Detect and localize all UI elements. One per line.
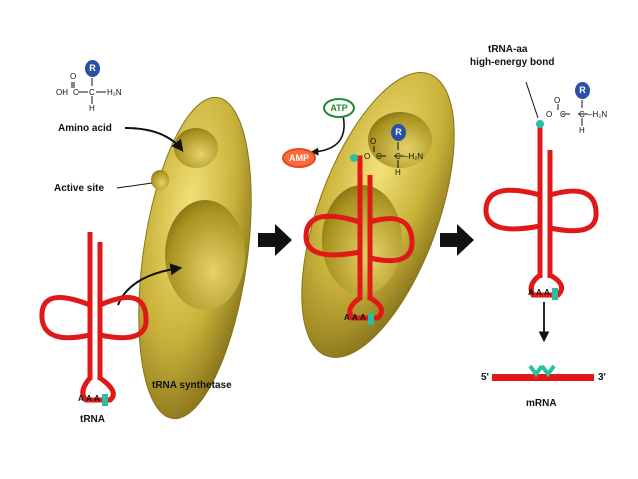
chem-mid-h2n: –H₂N — [404, 152, 424, 161]
r-group-badge-1: R — [85, 60, 100, 77]
step-arrow-1 — [258, 224, 292, 256]
high-energy-bond-label: high-energy bond — [470, 57, 555, 68]
amino-acid-pocket — [174, 128, 218, 168]
mrna-strand — [492, 364, 594, 381]
active-site-pointer — [116, 182, 153, 189]
trna-label: tRNA — [80, 414, 105, 425]
chem-right-h2n: –H₂N — [588, 110, 608, 119]
active-site-label: Active site — [54, 183, 105, 194]
amino-acid-arrow — [124, 127, 184, 152]
anticodon-base-1a: A — [78, 394, 84, 403]
chem-h2n: H₂N — [107, 88, 122, 97]
chem-mid-c1: C — [376, 152, 382, 161]
chem-mid-c2: C — [395, 152, 401, 161]
amino-acid-label: Amino acid — [58, 123, 112, 134]
aminoacyl-amp-bonds — [373, 142, 404, 168]
anticodon-base-2b: A — [352, 313, 358, 322]
r-group-badge-2: R — [391, 124, 406, 141]
atp-amp-arrow — [310, 114, 345, 156]
chem-oh: OH — [56, 88, 68, 97]
anticodon-base-3c: A — [544, 288, 550, 297]
anticodon-base-3a: A — [528, 288, 534, 297]
chem-right-c2: C — [579, 110, 585, 119]
trna-pocket — [165, 200, 245, 310]
chem-right-c1: C — [560, 110, 566, 119]
anticodon-base-2a: A — [344, 313, 350, 322]
chem-mid-o: O — [364, 152, 371, 161]
atp-badge: ATP — [323, 98, 355, 118]
chem-o: O — [70, 72, 77, 81]
trna-synthetase-enzyme-2 — [301, 72, 455, 358]
chem-mid-o-top: O — [370, 137, 377, 146]
trna-synthetase-enzyme-1 — [138, 96, 252, 420]
active-site-pocket — [151, 170, 169, 190]
chem-right-o-top: O — [554, 96, 561, 105]
r-group-badge-3: R — [575, 82, 590, 99]
amino-acid-bonds — [71, 78, 106, 104]
trna-molecule-1 — [39, 232, 149, 406]
three-prime-label: 3' — [598, 372, 606, 383]
anticodon-base-1b: A — [86, 394, 92, 403]
amp-badge: AMP — [282, 148, 316, 168]
trna-molecule-3 — [483, 120, 599, 300]
chem-right-o: O — [546, 110, 553, 119]
high-energy-bond-pointer — [525, 81, 539, 119]
step-arrow-2 — [440, 224, 474, 256]
anticodon-base-3b: A — [536, 288, 542, 297]
trna-aa-label: tRNA-aa — [488, 44, 528, 55]
anticodon-base-2c: A — [360, 313, 366, 322]
anticodon-base-1c: A — [94, 394, 100, 403]
chem-c2: C — [89, 88, 95, 97]
chem-right-h: H — [579, 126, 585, 135]
trna-molecule-2 — [303, 154, 415, 325]
mrna-label: mRNA — [526, 398, 557, 409]
chem-h: H — [89, 104, 95, 113]
five-prime-label: 5' — [481, 372, 489, 383]
trna-aa-bonds — [557, 100, 588, 126]
chem-c1: C — [73, 88, 79, 97]
chem-mid-h: H — [395, 168, 401, 177]
trna-synthetase-label: tRNA synthetase — [152, 380, 232, 391]
